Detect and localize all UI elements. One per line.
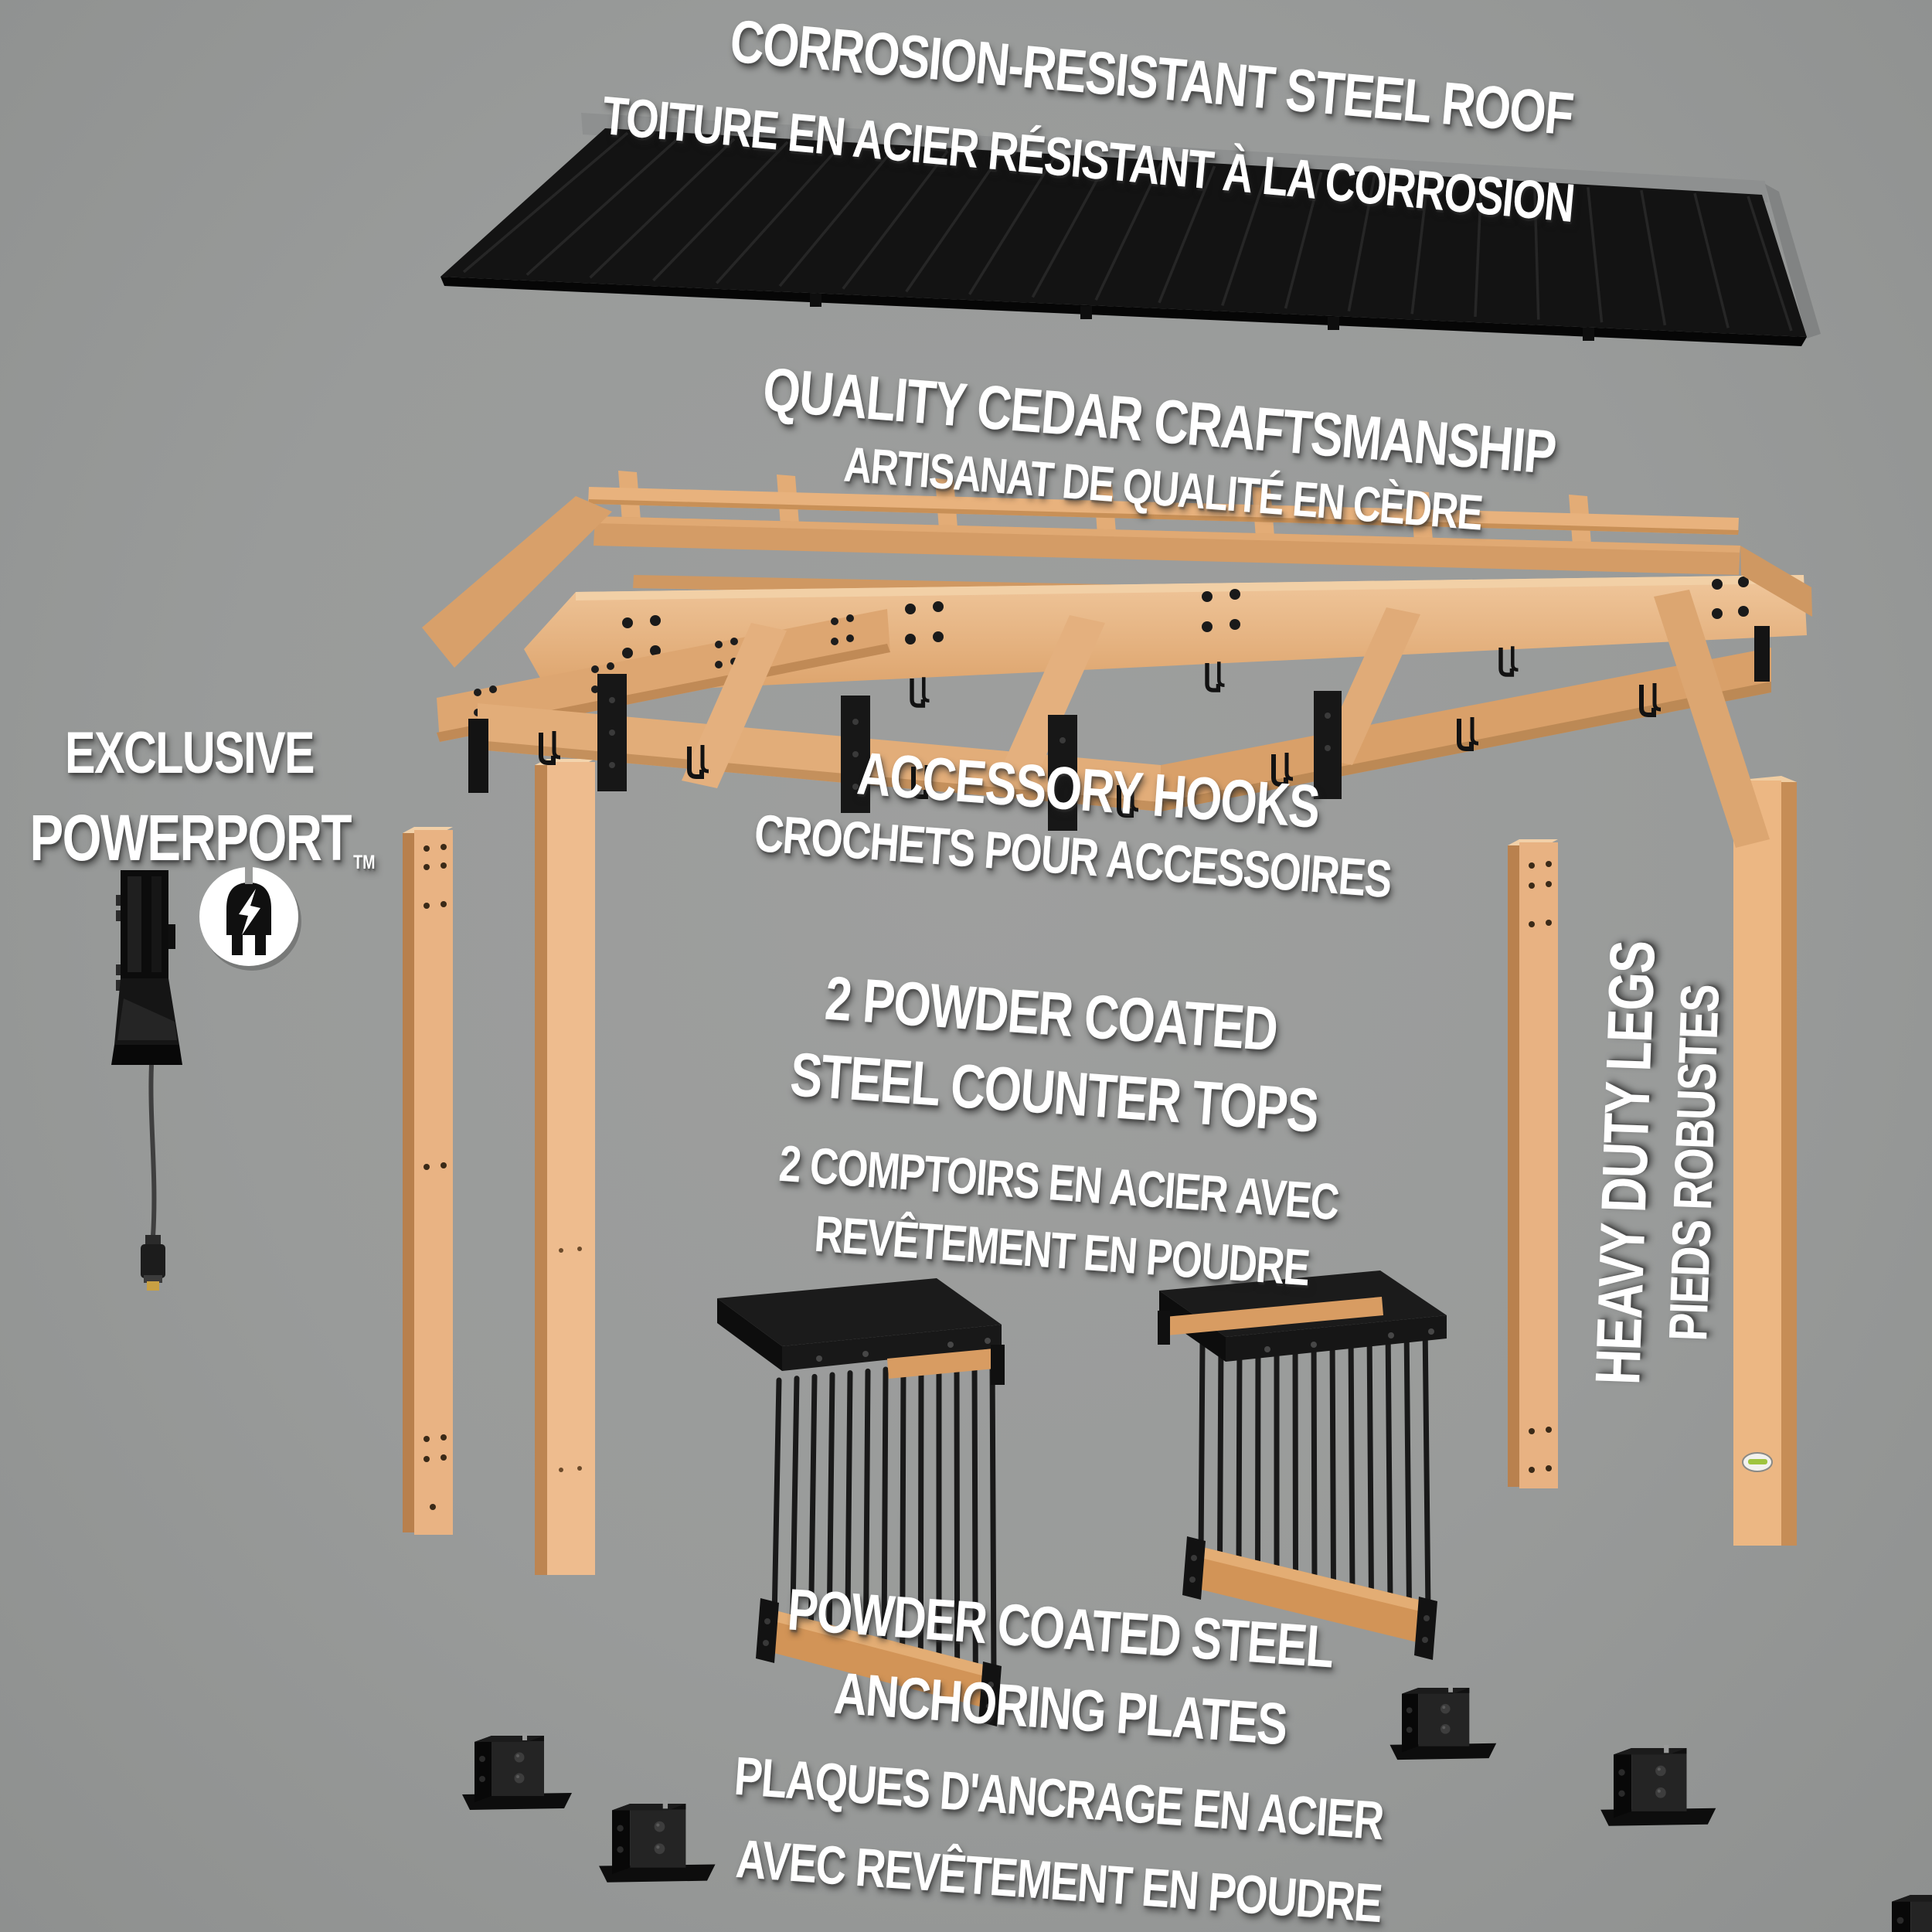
front-left-band — [478, 703, 1161, 811]
wood-post — [1508, 839, 1558, 1488]
counter-bottom-rail — [1192, 1546, 1431, 1645]
power-cord — [148, 1064, 157, 1237]
black-bracket-plates — [597, 674, 1342, 831]
legs-label-fr: PIEDS ROBUSTES — [1657, 984, 1731, 1342]
knee-braces — [682, 590, 1770, 848]
anchor-plate — [462, 1733, 572, 1810]
counter-top-unit — [1158, 1270, 1447, 1660]
anchor-plate — [599, 1800, 716, 1883]
trademark-symbol: TM — [353, 851, 376, 873]
counter-slats — [771, 1355, 997, 1680]
counter-top-unit — [717, 1278, 1005, 1726]
legs-label-en: HEAVY DUTY LEGS — [1583, 940, 1668, 1386]
anchor-plate — [1600, 1744, 1716, 1826]
left-rafter-beam — [422, 496, 612, 668]
anchor-plate-partial — [1878, 1891, 1932, 1932]
heavy-duty-wood-posts — [403, 759, 1797, 1575]
plug-lightning-icon — [199, 864, 301, 971]
front-right-band — [1161, 648, 1771, 811]
wood-post — [403, 827, 453, 1535]
powerport-device — [111, 870, 182, 1291]
counter-bottom-rail — [765, 1609, 995, 1709]
beam-bolts — [622, 577, 1749, 658]
anchor-plate — [1389, 1685, 1497, 1760]
powerport-label-line1: EXCLUSIVE — [65, 720, 315, 786]
wood-post — [1733, 776, 1797, 1546]
counter-top-slab — [717, 1278, 1002, 1346]
powerport-word: POWERPORT — [29, 801, 352, 874]
power-plug — [141, 1235, 165, 1291]
front-header-beam — [524, 575, 1807, 696]
counter-slats — [1198, 1318, 1431, 1615]
wood-post — [535, 759, 595, 1575]
steel-roof-panel — [440, 113, 1821, 346]
cedar-roof-frame — [422, 471, 1812, 848]
